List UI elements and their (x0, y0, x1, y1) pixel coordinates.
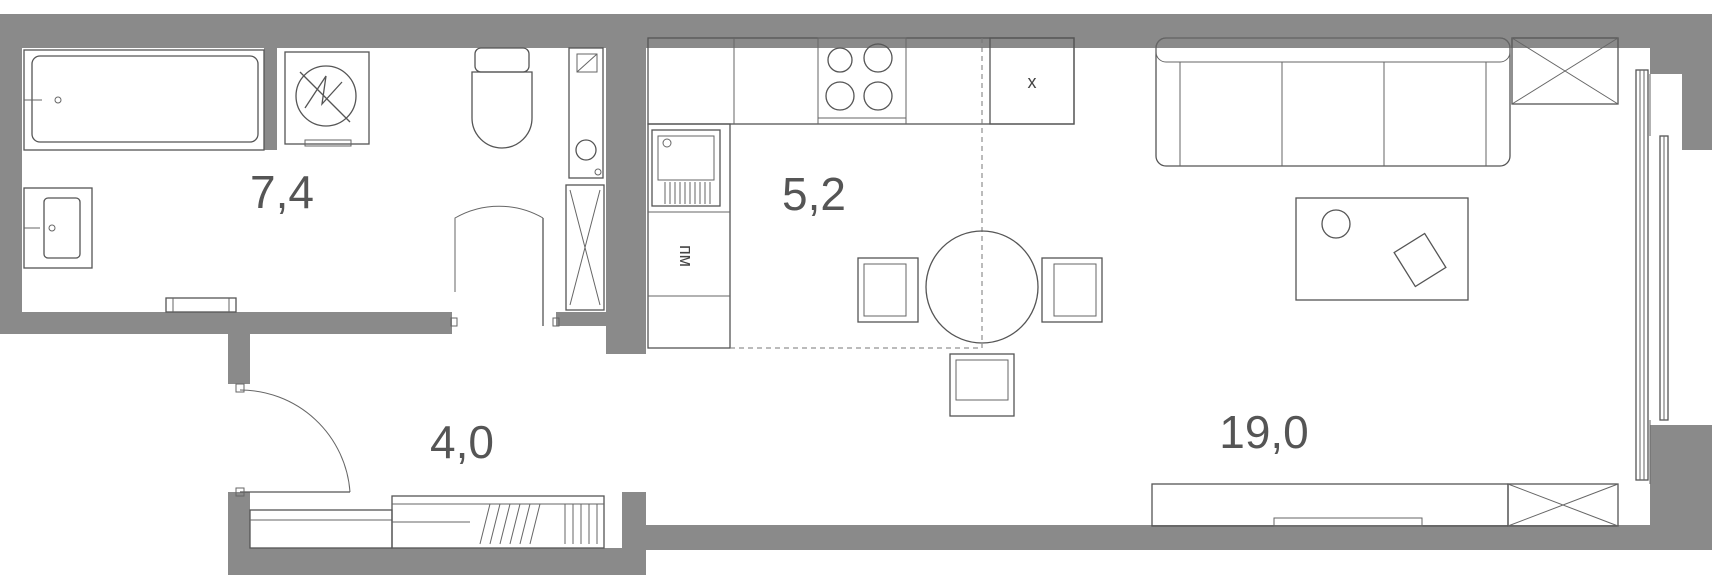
window (1635, 69, 1649, 481)
kitchen-sink (651, 129, 721, 207)
toilet-tank (474, 47, 530, 73)
wall-hall-left-upper (228, 326, 250, 384)
utility-shaft (565, 184, 605, 311)
burner-icon (863, 43, 893, 73)
refrigerator-label: х (1028, 72, 1037, 92)
wall-inner-bath (264, 48, 277, 150)
sofa-back (1155, 37, 1511, 63)
bathtub-inner (31, 55, 259, 143)
entrance-door-swing (239, 389, 351, 493)
area-label-bathroom: 7,4 (250, 166, 314, 218)
kitchen-counter-top (647, 37, 1075, 125)
wall-top (0, 14, 1712, 48)
burner-icon (863, 81, 893, 111)
kitchen-fixtures: х пм (647, 37, 1103, 417)
wall-bath-bottom-right (556, 312, 606, 326)
tv-stand (1151, 483, 1509, 527)
boiler-valve-icon (575, 139, 597, 161)
wall-left (0, 14, 22, 334)
dining-table (925, 230, 1039, 344)
wall-bottom-hall (228, 548, 646, 575)
hallway-fixtures (235, 383, 605, 549)
wall-partition (606, 14, 646, 354)
bathtub-drain-icon (54, 96, 62, 104)
area-label-kitchen: 5,2 (782, 168, 846, 220)
refrigerator (989, 37, 1075, 125)
lamp-icon (1321, 209, 1351, 239)
sink-drainboard (664, 182, 711, 204)
bathroom-door-swing (454, 205, 544, 292)
chair (949, 353, 1015, 417)
chair (857, 257, 919, 323)
burner-icon (825, 81, 855, 111)
bathroom-fixtures (23, 47, 605, 327)
hall-bench (249, 509, 393, 549)
coffee-table (1295, 197, 1469, 301)
washing-machine (284, 51, 370, 145)
cooktop (817, 37, 907, 119)
ventilation-box-top (1511, 37, 1619, 105)
wardrobe-hangers (479, 503, 598, 545)
toilet-bowl (471, 71, 533, 149)
tv (1273, 517, 1423, 527)
wall-right-upper (1682, 14, 1712, 150)
boiler (568, 47, 604, 179)
chair (1041, 257, 1103, 323)
burner-icon (827, 47, 853, 73)
area-label-hallway: 4,0 (430, 416, 494, 468)
dishwasher-label: пм (676, 245, 696, 267)
book-icon (1393, 232, 1447, 288)
washbasin-bowl (43, 197, 81, 259)
wall-bath-bottom (0, 312, 452, 334)
walls (0, 14, 1712, 575)
wall-bottom (645, 525, 1712, 550)
sofa (1155, 37, 1511, 167)
area-label-living-room: 19,0 (1219, 406, 1309, 458)
bathtub (23, 49, 265, 151)
wall-hall-right (622, 492, 646, 575)
washing-machine-drum-icon (295, 65, 357, 127)
kitchen-counter-left (647, 123, 731, 349)
wall-hall-left (228, 492, 250, 575)
floor-vent (165, 297, 237, 313)
living-room-fixtures (1151, 37, 1669, 527)
ventilation-box-bottom (1507, 483, 1619, 527)
